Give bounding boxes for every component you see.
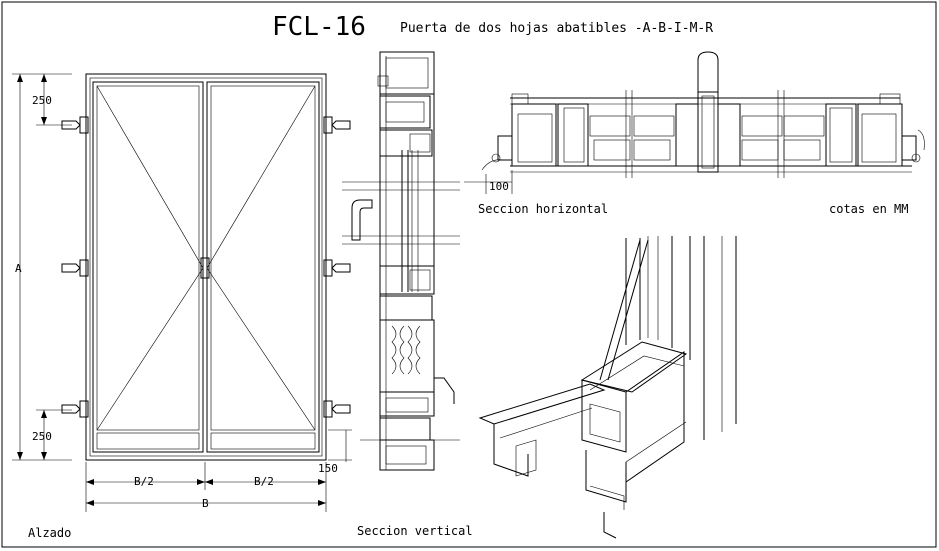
width-dimension (85, 462, 327, 512)
left-leaf-kickplate (96, 432, 200, 450)
right-leaf-glass (210, 85, 316, 431)
elevation-caption: Alzado (28, 526, 71, 540)
units-note: cotas en MM (829, 202, 908, 216)
door-elevation: A 250 250 150 B/2 B/2 B (12, 73, 352, 512)
vertical-section-caption: Seccion vertical (357, 524, 473, 538)
horizontal-dim-label: 100 (489, 180, 509, 193)
vertical-section (342, 51, 460, 471)
right-leaf-swing-lines (206, 85, 316, 431)
outer-frame-inner (89, 77, 323, 457)
corner-3d-detail (478, 236, 737, 539)
left-leaf-glass (96, 85, 200, 431)
hinge-icons-right (323, 116, 351, 418)
half-width-left-label: B/2 (134, 475, 154, 488)
drawing-description: Puerta de dos hojas abatibles -A-B-I-M-R (400, 21, 713, 36)
bottom-offset-label: 250 (32, 430, 52, 443)
threshold-dimension (328, 429, 352, 462)
hinge-icons-left (61, 116, 89, 418)
drawing-code: FCL-16 (272, 12, 366, 42)
horizontal-section-caption: Seccion horizontal (478, 202, 608, 216)
width-label: B (202, 497, 209, 510)
top-offset-label: 250 (32, 94, 52, 107)
left-leaf-swing-lines (96, 85, 204, 431)
height-label: A (15, 262, 22, 275)
threshold-label: 150 (318, 462, 338, 475)
right-leaf (206, 81, 320, 453)
left-leaf (92, 81, 204, 453)
right-leaf-kickplate (210, 432, 316, 450)
half-width-right-label: B/2 (254, 475, 274, 488)
horizontal-section (464, 51, 925, 194)
height-dimension (12, 73, 72, 461)
center-handle (200, 257, 210, 279)
outer-frame (85, 73, 327, 461)
